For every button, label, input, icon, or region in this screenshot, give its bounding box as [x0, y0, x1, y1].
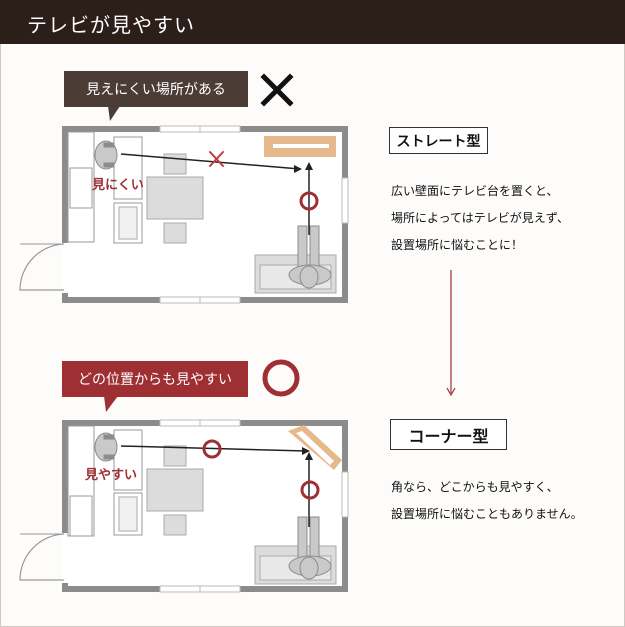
room-corner	[19, 419, 349, 593]
bubble-tail-1	[108, 106, 120, 121]
desc-line: 設置場所に悩むこともありません。	[391, 507, 583, 521]
room-label-easy: 見やすい	[85, 468, 138, 483]
desc-line: 広い壁面にテレビ台を置くと、	[391, 184, 559, 198]
page-title: テレビが見やすい	[27, 13, 195, 37]
callout-easy-to-see: どの位置からも見やすい	[62, 361, 248, 397]
callout-hard-to-see: 見えにくい場所がある	[64, 71, 248, 107]
label-straight-type: ストレート型	[389, 127, 488, 154]
circle-mark-icon	[262, 359, 300, 397]
person-icon	[288, 225, 332, 289]
description-corner: 角なら、どこからも見やすく、 設置場所に悩むこともありません。	[391, 474, 583, 528]
room-label-hard: 見にくい	[92, 178, 144, 193]
down-arrow-icon	[446, 270, 456, 397]
door-icon	[19, 533, 65, 581]
bubble-tail-2	[104, 396, 118, 412]
description-straight: 広い壁面にテレビ台を置くと、 場所によってはテレビが見えず、 設置場所に悩むこと…	[391, 178, 569, 259]
person-icon	[94, 432, 118, 462]
person-icon	[288, 516, 332, 580]
header-bar: テレビが見やすい	[0, 0, 625, 44]
label-corner-type: コーナー型	[390, 419, 507, 450]
door-icon	[19, 243, 65, 291]
person-icon	[94, 140, 118, 170]
desc-line: 角なら、どこからも見やすく、	[391, 480, 559, 494]
room-straight	[19, 125, 349, 304]
cross-mark-icon	[260, 73, 294, 107]
desc-line: 場所によってはテレビが見えず、	[391, 211, 569, 225]
desc-line: 設置場所に悩むことに！	[391, 238, 524, 252]
